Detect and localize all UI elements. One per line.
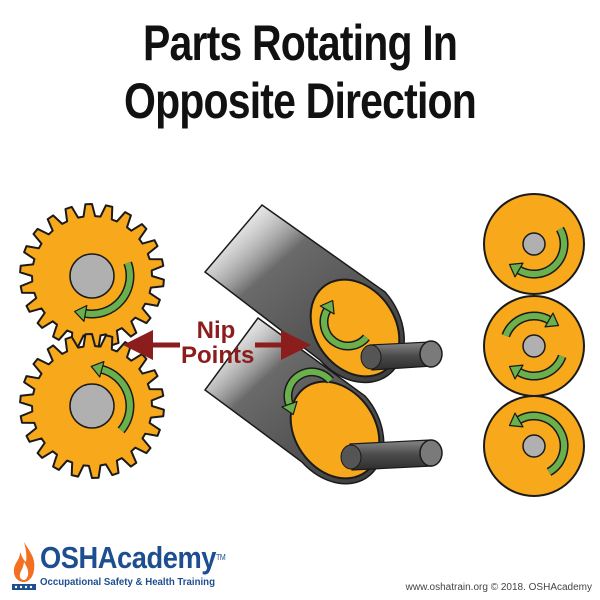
brand-tagline: Occupational Safety & Health Training <box>40 576 216 588</box>
flame-logo-icon <box>12 542 36 590</box>
brand-name: OSHAcademyTM <box>40 540 226 575</box>
gear-hub <box>69 253 115 299</box>
gear <box>19 333 165 479</box>
copyright-credit: www.oshatrain.org © 2018. OSHAcademy <box>405 582 592 593</box>
page-title: Parts Rotating In Opposite Direction <box>54 14 546 130</box>
disc <box>483 395 585 497</box>
gear <box>19 203 165 349</box>
rotation-arrow-icon <box>319 299 370 351</box>
rotation-arrow-icon <box>281 367 334 416</box>
nip-label-line-2: Points <box>181 342 255 369</box>
brand-logo: OSHAcademyTM Occupational Safety & Healt… <box>8 540 248 596</box>
bottom-roller <box>203 316 443 485</box>
disc <box>483 193 585 295</box>
rotation-arrow-icon <box>508 411 569 476</box>
disc <box>483 295 585 397</box>
disc-hub <box>522 232 546 256</box>
rotating-discs <box>483 193 585 497</box>
rollers <box>203 203 443 485</box>
nip-label-line-1: Nip <box>196 317 236 344</box>
title-line-2: Opposite Direction <box>123 73 477 129</box>
gear-hub <box>69 383 115 429</box>
rotation-arrow-icon <box>508 226 569 279</box>
rotation-arrow-icon <box>73 261 135 322</box>
meshing-gears <box>19 203 165 479</box>
title-line-1: Parts Rotating In <box>142 15 458 71</box>
disc-hub <box>522 334 546 358</box>
rotation-arrow-icon <box>508 354 567 381</box>
rotation-arrow-icon <box>501 311 560 338</box>
rotation-arrow-icon <box>90 361 135 434</box>
rotation-arrows <box>73 226 569 476</box>
disc-hub <box>522 434 546 458</box>
